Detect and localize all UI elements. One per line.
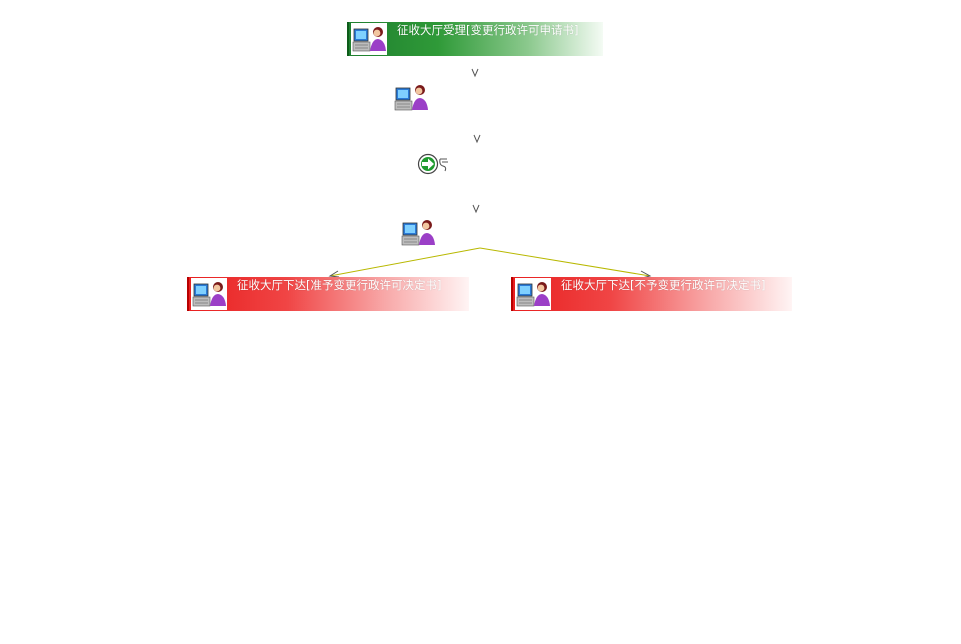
connector-step3-to-step4 — [472, 178, 480, 214]
flow-node-deny[interactable]: 征收大厅下达[不予变更行政许可决定书] — [511, 277, 792, 311]
clerk-at-computer-icon[interactable] — [393, 80, 429, 114]
connector-start-to-step2 — [471, 56, 479, 78]
connector-step4-to-deny — [479, 247, 652, 279]
connector-step4-to-grant — [328, 247, 481, 278]
green-arrow-circle-icon[interactable] — [417, 153, 457, 175]
clerk-at-computer-icon — [191, 278, 227, 310]
flow-node-deny-label: 征收大厅下达[不予变更行政许可决定书] — [561, 278, 766, 292]
clerk-at-computer-icon — [351, 23, 387, 55]
clerk-at-computer-icon[interactable] — [400, 215, 436, 249]
clerk-at-computer-icon — [515, 278, 551, 310]
flow-node-grant-label: 征收大厅下达[准予变更行政许可决定书] — [237, 278, 442, 292]
flow-node-start-label: 征收大厅受理[变更行政许可申请书] — [397, 23, 579, 37]
flow-node-start[interactable]: 征收大厅受理[变更行政许可申请书] — [347, 22, 603, 56]
connector-step2-to-step3 — [473, 114, 481, 144]
flow-node-grant[interactable]: 征收大厅下达[准予变更行政许可决定书] — [187, 277, 469, 311]
